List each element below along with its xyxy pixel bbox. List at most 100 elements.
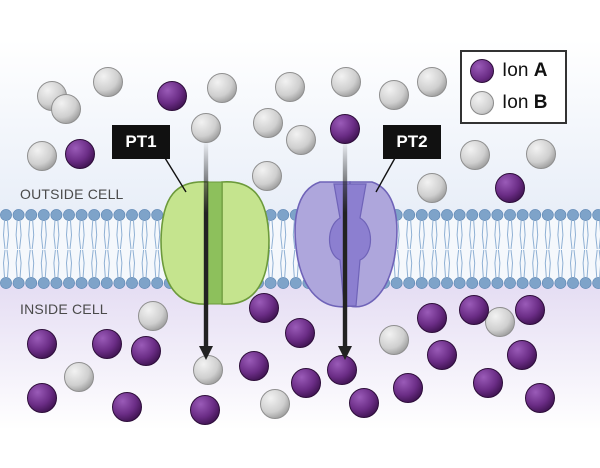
ion-b <box>253 108 283 138</box>
legend: Ion A Ion B <box>460 50 567 124</box>
lipid-head <box>567 209 579 221</box>
flow-arrow-shaft-2 <box>342 140 348 348</box>
ion-a <box>285 318 315 348</box>
lipid-head <box>138 277 151 289</box>
pt1-protein <box>160 181 270 305</box>
lipid-head <box>466 209 479 221</box>
ion-a <box>427 340 457 370</box>
lipid-head <box>50 209 63 221</box>
top-margin <box>0 0 600 40</box>
lipid-head <box>541 209 554 221</box>
lipid-head <box>415 209 428 221</box>
flow-arrow-shaft-1 <box>203 140 209 348</box>
ion-b <box>460 140 490 170</box>
ion-b <box>379 80 409 110</box>
transport-proteins <box>160 157 398 308</box>
ion-b <box>252 161 282 191</box>
ion-a <box>92 329 122 359</box>
lipid-head <box>529 277 542 289</box>
ion-b <box>260 389 290 419</box>
lipid-head <box>100 277 113 289</box>
ion-b <box>379 325 409 355</box>
lipid-head <box>554 209 567 221</box>
ion-a <box>131 336 161 366</box>
pt1-callout-line <box>164 157 187 193</box>
lipid-head <box>541 277 554 289</box>
ion-a <box>525 383 555 413</box>
lipid-head <box>88 209 101 221</box>
ion-a <box>515 295 545 325</box>
legend-prefix: Ion <box>502 60 534 81</box>
legend-prefix: Ion <box>502 92 534 113</box>
pt2-protein <box>294 181 398 308</box>
legend-item-ion-a: Ion A <box>470 58 547 84</box>
ion-a <box>291 368 321 398</box>
lipid-head <box>441 277 453 289</box>
ion-b <box>93 67 123 97</box>
lipid-head <box>75 277 88 289</box>
ion-a <box>27 383 57 413</box>
lipid-head <box>390 277 403 289</box>
lipid-head <box>579 277 592 289</box>
lipid-head <box>100 209 113 221</box>
lipid-head <box>63 209 75 221</box>
lipid-head <box>151 277 164 289</box>
ion-b <box>526 139 556 169</box>
lipid-head <box>579 209 592 221</box>
lipid-head <box>37 277 50 289</box>
ion-b <box>27 141 57 171</box>
ion-a <box>157 81 187 111</box>
lipid-head <box>25 209 38 221</box>
ion-b <box>191 113 221 143</box>
lipid-head <box>453 277 466 289</box>
lipid-head <box>138 209 151 221</box>
lipid-head <box>0 209 12 221</box>
lipid-head <box>75 209 88 221</box>
ion-b <box>417 67 447 97</box>
flow-arrow-head-1 <box>199 346 213 360</box>
lipid-head <box>504 209 516 221</box>
lipid-head <box>126 209 138 221</box>
lipid-head <box>428 277 441 289</box>
lipid-head <box>478 209 491 221</box>
lipid-head <box>277 277 290 289</box>
legend-ion-b-name: B <box>533 92 548 113</box>
lipid-head <box>277 209 290 221</box>
ion-b <box>286 125 316 155</box>
ion-a <box>349 388 379 418</box>
lipid-head <box>428 209 441 221</box>
ion-a <box>27 329 57 359</box>
pt1-right-lobe <box>221 181 270 305</box>
lipid-head <box>264 277 277 289</box>
pt2-label: PT2 <box>383 125 441 159</box>
pt1-channel <box>207 181 223 305</box>
lipid-head <box>567 277 579 289</box>
lipid-head <box>12 277 25 289</box>
lipid-head <box>88 277 101 289</box>
lipid-head <box>491 209 504 221</box>
pt2-right-lobe <box>349 181 398 308</box>
flow-arrows <box>199 140 352 360</box>
ion-b <box>138 301 168 331</box>
lipid-head <box>592 209 600 221</box>
ion-b-swatch <box>470 91 494 115</box>
ion-b <box>485 307 515 337</box>
ion-a <box>112 392 142 422</box>
inside-cell-label: INSIDE CELL <box>20 301 108 317</box>
flow-arrow-head-2 <box>338 346 352 360</box>
lipid-head <box>554 277 567 289</box>
ion-b <box>331 67 361 97</box>
lipid-head <box>516 277 529 289</box>
ion-a-swatch <box>470 59 494 83</box>
ion-a <box>417 303 447 333</box>
ion-a <box>495 173 525 203</box>
lipid-head <box>516 209 529 221</box>
ion-a <box>239 351 269 381</box>
lipid-head <box>50 277 63 289</box>
lipid-head <box>113 277 126 289</box>
ion-b <box>193 355 223 385</box>
legend-ion-a-name: A <box>533 60 548 81</box>
lipid-head <box>441 209 453 221</box>
lipid-head <box>504 277 516 289</box>
